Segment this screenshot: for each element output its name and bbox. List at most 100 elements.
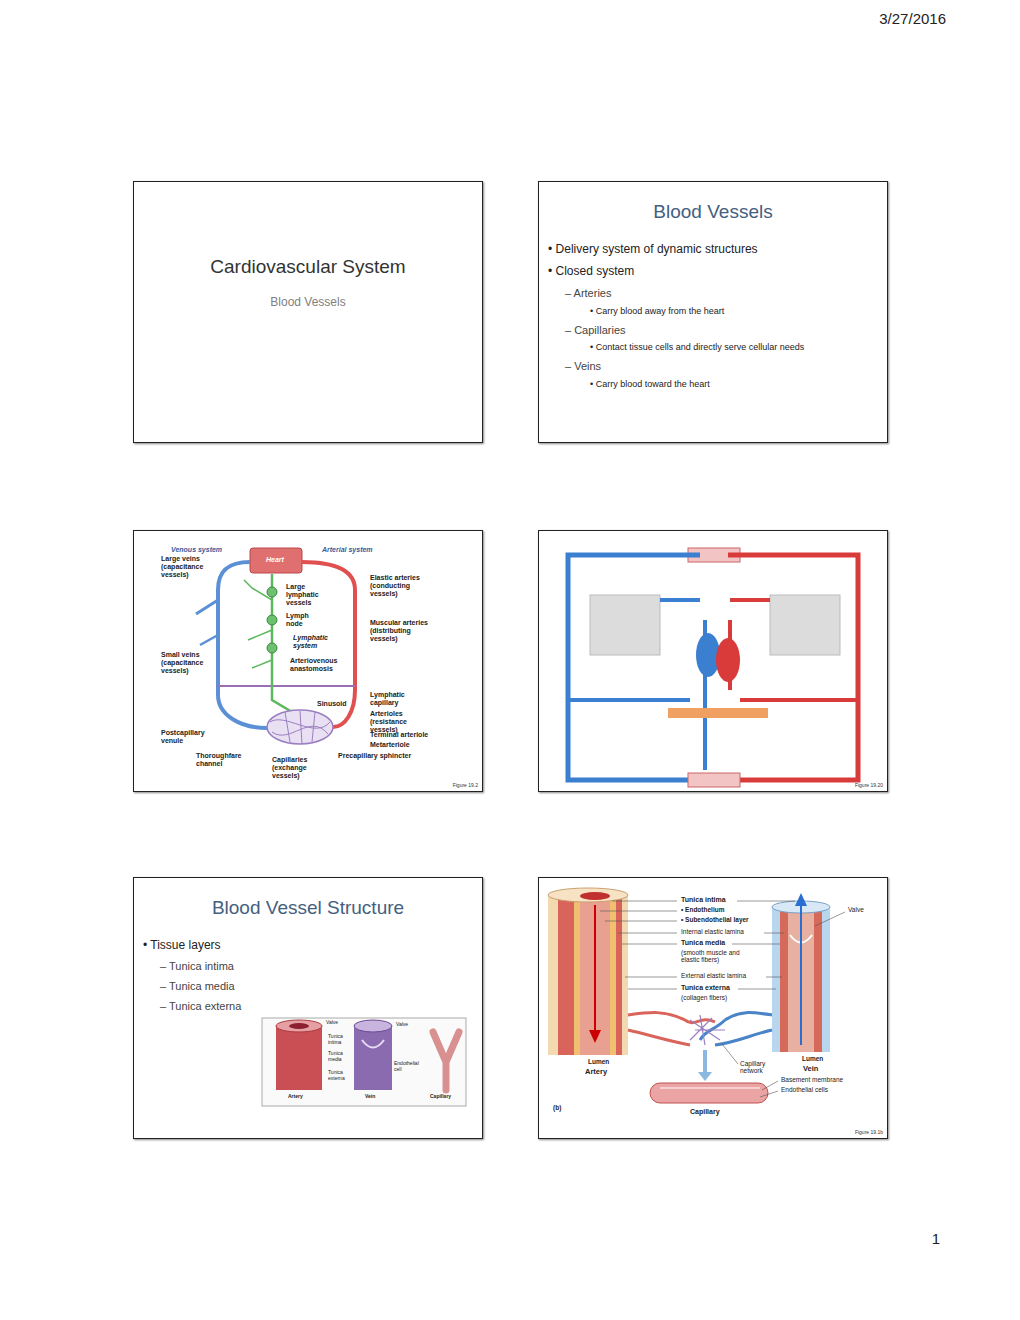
illustration-shape (700, 1013, 772, 1045)
slide-text: Capillary (430, 1094, 451, 1100)
slide-text: – Capillaries (565, 324, 626, 337)
illustration-shape (650, 1083, 768, 1103)
slide-text: • Closed system (548, 265, 634, 279)
slide-title: Tunica intima (681, 896, 726, 904)
slide-text: Tunica media (328, 1051, 350, 1063)
illustration-shape (728, 555, 858, 780)
slide-text: Valve (396, 1022, 408, 1028)
slide-text: External elastic lamina (681, 972, 746, 979)
slide-text: Large lymphatic vessels (286, 583, 326, 607)
illustration-shape (580, 892, 610, 900)
slide-text: Venous system (171, 546, 222, 554)
slide-text: – Tunica media (160, 980, 235, 993)
illustration-shape (362, 1040, 384, 1048)
slide-text: Internal elastic lamina (681, 928, 744, 935)
slide-text: Muscular arteries (distributing vessels) (370, 619, 432, 643)
slide-text: (b) (553, 1104, 561, 1111)
slide-text: Large veins (capacitance vessels) (161, 555, 207, 579)
slide-text: Artery (585, 1068, 607, 1077)
slide-text: Figure 19.1b (855, 1130, 883, 1136)
slide-text: Small veins (capacitance vessels) (161, 651, 207, 675)
slide-text: Endothelial cells (781, 1086, 828, 1093)
slide-title: Cardiovascular System (143, 256, 473, 278)
illustration-shape (218, 562, 267, 728)
slide-text: Tunica media (681, 939, 725, 947)
illustration-shape (276, 1026, 322, 1090)
slide-text: • Carry blood away from the heart (590, 306, 724, 316)
slide-text: Lymphatic system (293, 634, 335, 650)
slide-text: Blood Vessels (208, 296, 408, 310)
date-stamp: 3/27/2016 (879, 10, 946, 27)
text-slide: Blood Vessels • Delivery system of dynami… (538, 181, 888, 443)
slide-text: Artery (288, 1094, 303, 1100)
title-slide: Cardiovascular SystemBlood Vessels (133, 181, 483, 443)
slide-text: Thoroughfare channel (196, 752, 246, 768)
slide-text: Terminal arteriole (370, 731, 428, 739)
text-slide: Blood Vessel Structure • Tissue layers – T… (133, 877, 483, 1139)
slide-text: Tunica externa (328, 1070, 350, 1082)
illustration-shape (690, 1015, 725, 1045)
illustration-shape (760, 1081, 778, 1097)
illustration-shape (267, 587, 277, 597)
illustration-shape (730, 600, 858, 700)
slide-text: Lumen (588, 1058, 609, 1065)
slide-text: Precapillary sphincter (338, 752, 411, 760)
figure-slide: Tunica intima • Endothelium • Subendotheli… (538, 877, 888, 1139)
illustration-shape (568, 555, 700, 780)
page-number: 1 (932, 1230, 940, 1247)
illustration-shape (262, 1018, 466, 1106)
illustration-shape (660, 1087, 760, 1089)
slide-text: Lymph node (286, 612, 318, 628)
leader-lines (600, 901, 845, 1097)
illustration-shape (580, 899, 610, 1055)
illustration-shape (668, 708, 768, 718)
illustration-shape (218, 685, 355, 687)
slide-text: Lymphatic capillary (370, 691, 415, 707)
slide-text: Tunica intima (328, 1034, 350, 1046)
circulation-overview (196, 548, 355, 744)
illustration-shape (590, 595, 660, 655)
slide-text: Arterioles (resistance vessels) (370, 710, 430, 734)
illustration-shape (548, 895, 628, 1055)
slide-text: • Contact tissue cells and directly serv… (590, 342, 804, 352)
illustration-shape (250, 548, 302, 573)
slide-text: • Delivery system of dynamic structures (548, 243, 758, 257)
slide-text: Sinusoid (316, 700, 348, 708)
slide-text: Valve (326, 1020, 338, 1026)
slide-text: • Tissue layers (143, 939, 221, 953)
illustration-shape (568, 600, 705, 770)
illustration-shape (688, 773, 740, 787)
slide-title: Blood Vessels (563, 201, 863, 223)
illustration-shape (698, 1072, 712, 1081)
illustration-shape (267, 643, 277, 653)
slide-text: Postcapillary venule (161, 729, 216, 745)
slide-text: Vein (803, 1065, 818, 1074)
slide-text: Capillary (690, 1108, 720, 1116)
slide-title: Blood Vessel Structure (143, 897, 473, 919)
slide-text: • Subendothelial layer (681, 916, 749, 923)
illustration-shape (800, 905, 802, 1045)
illustration-shape (196, 600, 218, 614)
illustration-shape (770, 595, 840, 655)
slide-text: Metarteriole (370, 741, 410, 749)
illustration-shape (594, 905, 596, 1035)
illustration-shape (354, 1026, 392, 1090)
slide-text: – Tunica intima (160, 960, 234, 973)
slide-text: Valve (848, 906, 864, 913)
figure-slide: Figure 19.20 (538, 530, 888, 792)
slide-text: Capillaries (exchange vessels) (272, 756, 332, 780)
slide-text: Vein (365, 1094, 375, 1100)
illustration-shape (600, 901, 677, 989)
illustration-shape (289, 1023, 309, 1029)
illustration-shape (574, 899, 616, 1055)
slide-text: Elastic arteries (conducting vessels) (370, 574, 432, 598)
slide-text: Arteriovenous anastomosis (290, 657, 352, 673)
illustration-shape (267, 710, 333, 744)
illustration-shape (722, 1044, 738, 1064)
slide-text: Basement membrane (781, 1076, 843, 1083)
slide-text: (collagen fibers) (681, 994, 727, 1001)
slide-text: • Endothelium (681, 906, 724, 913)
slide-text: • Carry blood toward the heart (590, 379, 710, 389)
slide-text: Capillary network (740, 1060, 776, 1075)
